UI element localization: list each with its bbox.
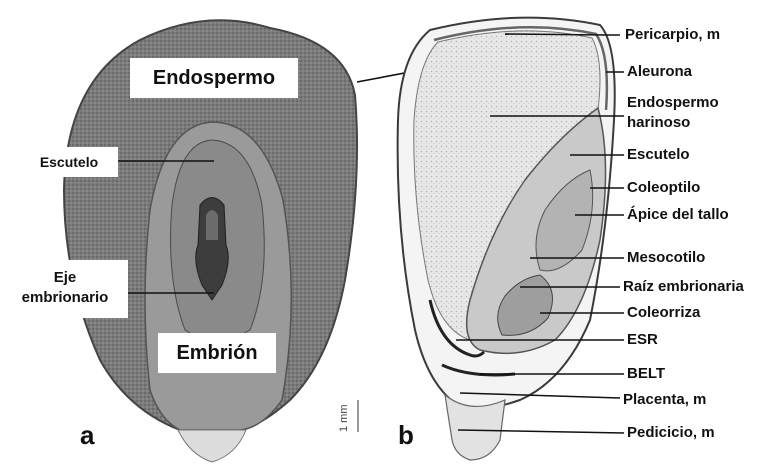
label-shoot-apex: Ápice del tallo — [627, 206, 729, 224]
panel-letter-b: b — [398, 420, 414, 451]
label-scutellum-a-text: Escutelo — [40, 154, 98, 170]
panel-letter-a: a — [80, 420, 94, 451]
label-floury-endosperm-1: Endospermo — [627, 94, 719, 112]
label-endosperm: Endospermo — [130, 58, 298, 98]
label-coleorhiza: Coleorriza — [627, 304, 700, 322]
label-aleurone: Aleurona — [627, 63, 692, 81]
label-axis-line1: Eje — [2, 268, 128, 288]
label-belt: BELT — [627, 365, 665, 383]
label-mesocotyl: Mesocotilo — [627, 249, 705, 267]
label-embryonic-axis: Eje embrionario — [2, 260, 128, 318]
label-radicle: Raíz embrionaria — [623, 278, 744, 296]
scale-bar-label: 1 mm — [338, 405, 350, 433]
label-scutellum-a: Escutelo — [20, 147, 118, 177]
label-floury-endosperm-2: harinoso — [627, 114, 690, 132]
label-endosperm-text: Endospermo — [153, 67, 275, 89]
tip-cap — [178, 430, 246, 462]
label-esr: ESR — [627, 331, 658, 349]
label-embryo-text: Embrión — [176, 342, 257, 364]
label-pericarp: Pericarpio, m — [625, 26, 720, 44]
label-embryo: Embrión — [158, 333, 276, 373]
label-placenta: Placenta, m — [623, 391, 706, 409]
kernel-b — [398, 18, 624, 460]
label-axis-line2: embrionario — [2, 288, 128, 308]
label-scutellum-b: Escutelo — [627, 146, 690, 164]
label-coleoptile: Coleoptilo — [627, 179, 700, 197]
label-pedicel: Pedicicio, m — [627, 424, 715, 442]
